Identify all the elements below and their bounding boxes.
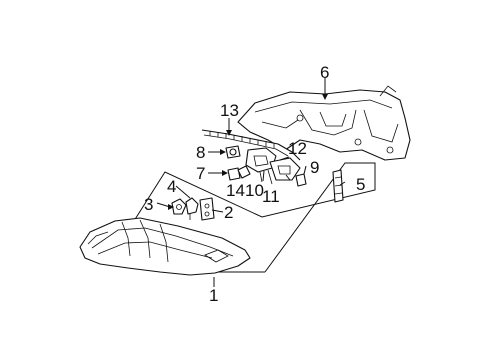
adjuster-nut <box>185 197 199 220</box>
callout-7: 7 <box>196 164 205 183</box>
callout-11: 11 <box>262 187 280 206</box>
bracket-2 <box>199 197 215 221</box>
headlamp-assembly <box>79 217 251 276</box>
callouts: 1 2 3 4 5 6 7 8 9 10 11 12 13 14 <box>144 63 365 305</box>
callout-8: 8 <box>196 143 205 162</box>
bulb-7 <box>227 165 251 181</box>
callout-6: 6 <box>320 63 329 82</box>
bulb-8 <box>225 145 241 159</box>
clip-9 <box>295 173 307 187</box>
callout-5: 5 <box>356 175 365 194</box>
callout-10: 10 <box>245 181 264 200</box>
callout-12: 12 <box>288 139 307 158</box>
side-marker-bulb <box>332 169 344 203</box>
wiring-harness <box>201 129 301 161</box>
adjuster-screw <box>171 198 187 215</box>
socket-cluster <box>245 147 301 185</box>
callout-9: 9 <box>310 158 319 177</box>
callout-2: 2 <box>224 203 233 222</box>
callout-3: 3 <box>144 195 153 214</box>
callout-4: 4 <box>167 177 176 196</box>
callout-14: 14 <box>226 181 245 200</box>
assembly-bracket-outline <box>119 162 376 273</box>
callout-13: 13 <box>220 101 239 120</box>
callout-1: 1 <box>209 286 218 305</box>
leader-lines <box>156 78 346 287</box>
